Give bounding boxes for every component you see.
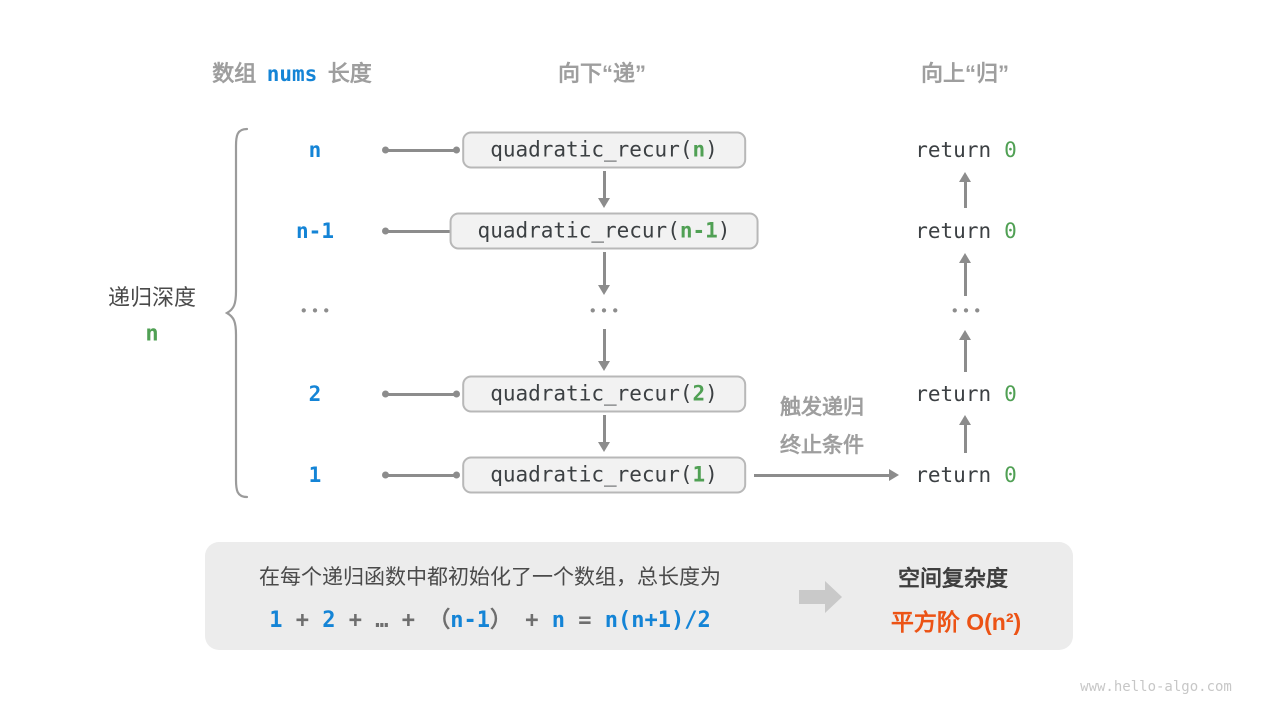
down-arrow bbox=[603, 329, 606, 362]
ellipsis-calls: ••• bbox=[590, 302, 624, 320]
formula-part: + bbox=[335, 608, 376, 633]
summary-formula: 1 + 2 + … + （n-1） + n = n(n+1)/2 bbox=[269, 602, 711, 634]
depth-value-n: n bbox=[308, 138, 322, 162]
formula-part: = bbox=[565, 608, 605, 633]
return-statement: return 0 bbox=[915, 382, 1017, 406]
base-case-arrow bbox=[754, 474, 890, 477]
return-value: 0 bbox=[1004, 382, 1017, 406]
call-close: ) bbox=[717, 218, 731, 243]
return-keyword: return bbox=[915, 138, 992, 162]
trigger-line2: 终止条件 bbox=[780, 434, 864, 457]
connector-line bbox=[385, 230, 457, 233]
return-value: 0 bbox=[1004, 138, 1017, 162]
return-keyword: return bbox=[915, 382, 992, 406]
ellipsis-depth: ••• bbox=[301, 302, 335, 320]
summary-panel bbox=[205, 542, 1073, 650]
formula-part: n-1 bbox=[450, 608, 491, 633]
column-header-downward: 向下“递” bbox=[557, 61, 647, 86]
return-statement: return 0 bbox=[915, 138, 1017, 162]
column-header-array-length: 数组 nums 长度 bbox=[212, 56, 372, 88]
block-arrow-head bbox=[825, 581, 842, 613]
return-statement: return 0 bbox=[915, 219, 1017, 243]
trigger-label: 触发递归 终止条件 bbox=[780, 389, 864, 465]
space-complexity-title: 空间复杂度 bbox=[897, 566, 1009, 591]
return-value: 0 bbox=[1004, 219, 1017, 243]
call-box-1: quadratic_recur(1) bbox=[462, 456, 746, 494]
call-text: quadratic_recur( bbox=[490, 381, 693, 406]
call-arg: n-1 bbox=[679, 218, 718, 243]
up-arrow bbox=[964, 181, 967, 208]
recursion-depth-value: n bbox=[145, 321, 159, 347]
return-value: 0 bbox=[1004, 463, 1017, 487]
header-nums-code: nums bbox=[266, 62, 318, 86]
call-box-n-1: quadratic_recur(n-1) bbox=[449, 212, 759, 250]
block-arrow-body bbox=[799, 590, 825, 604]
depth-value-n-1: n-1 bbox=[296, 219, 334, 243]
depth-value-1: 1 bbox=[308, 463, 322, 487]
column-header-upward: 向上“归” bbox=[920, 61, 1010, 86]
call-close: ) bbox=[705, 462, 718, 487]
formula-part: n bbox=[551, 608, 566, 633]
down-arrow bbox=[603, 252, 606, 286]
formula-part: + bbox=[282, 608, 323, 633]
return-keyword: return bbox=[915, 219, 992, 243]
recursion-depth-label: 递归深度 bbox=[107, 285, 197, 310]
down-arrow bbox=[603, 415, 606, 443]
formula-part: 1 bbox=[269, 608, 283, 633]
watermark: www.hello-algo.com bbox=[1080, 679, 1232, 695]
call-close: ) bbox=[705, 137, 718, 162]
up-arrow bbox=[964, 339, 967, 372]
formula-part: … bbox=[375, 608, 389, 633]
formula-part: （ bbox=[428, 608, 451, 633]
call-text: quadratic_recur( bbox=[490, 462, 693, 487]
call-text: quadratic_recur( bbox=[490, 137, 693, 162]
formula-part: ） bbox=[490, 608, 513, 633]
formula-part: + bbox=[512, 608, 552, 633]
formula-part: 2 bbox=[322, 608, 336, 633]
header-array-label: 数组 bbox=[212, 61, 257, 86]
call-text: quadratic_recur( bbox=[477, 218, 680, 243]
connector-line bbox=[385, 474, 457, 477]
summary-text: 在每个递归函数中都初始化了一个数组，总长度为 bbox=[259, 566, 721, 589]
call-close: ) bbox=[705, 381, 718, 406]
call-arg: 2 bbox=[692, 381, 706, 406]
formula-part: n(n+1)/2 bbox=[604, 608, 711, 633]
up-arrow bbox=[964, 424, 967, 453]
up-arrow bbox=[964, 262, 967, 296]
call-box-2: quadratic_recur(2) bbox=[462, 375, 746, 413]
return-statement: return 0 bbox=[915, 463, 1017, 487]
call-arg: n bbox=[692, 137, 706, 162]
down-arrow bbox=[603, 171, 606, 199]
formula-part: + bbox=[388, 608, 429, 633]
header-length-label: 长度 bbox=[327, 61, 372, 86]
call-box-n: quadratic_recur(n) bbox=[462, 131, 746, 169]
return-keyword: return bbox=[915, 463, 992, 487]
connector-line bbox=[385, 149, 457, 152]
trigger-line1: 触发递归 bbox=[780, 396, 864, 419]
space-complexity-value: 平方阶 O(n²) bbox=[890, 609, 1022, 635]
curly-brace bbox=[225, 127, 249, 499]
connector-line bbox=[385, 393, 457, 396]
call-arg: 1 bbox=[692, 462, 706, 487]
ellipsis-returns: ••• bbox=[952, 302, 986, 320]
depth-value-2: 2 bbox=[308, 382, 322, 406]
